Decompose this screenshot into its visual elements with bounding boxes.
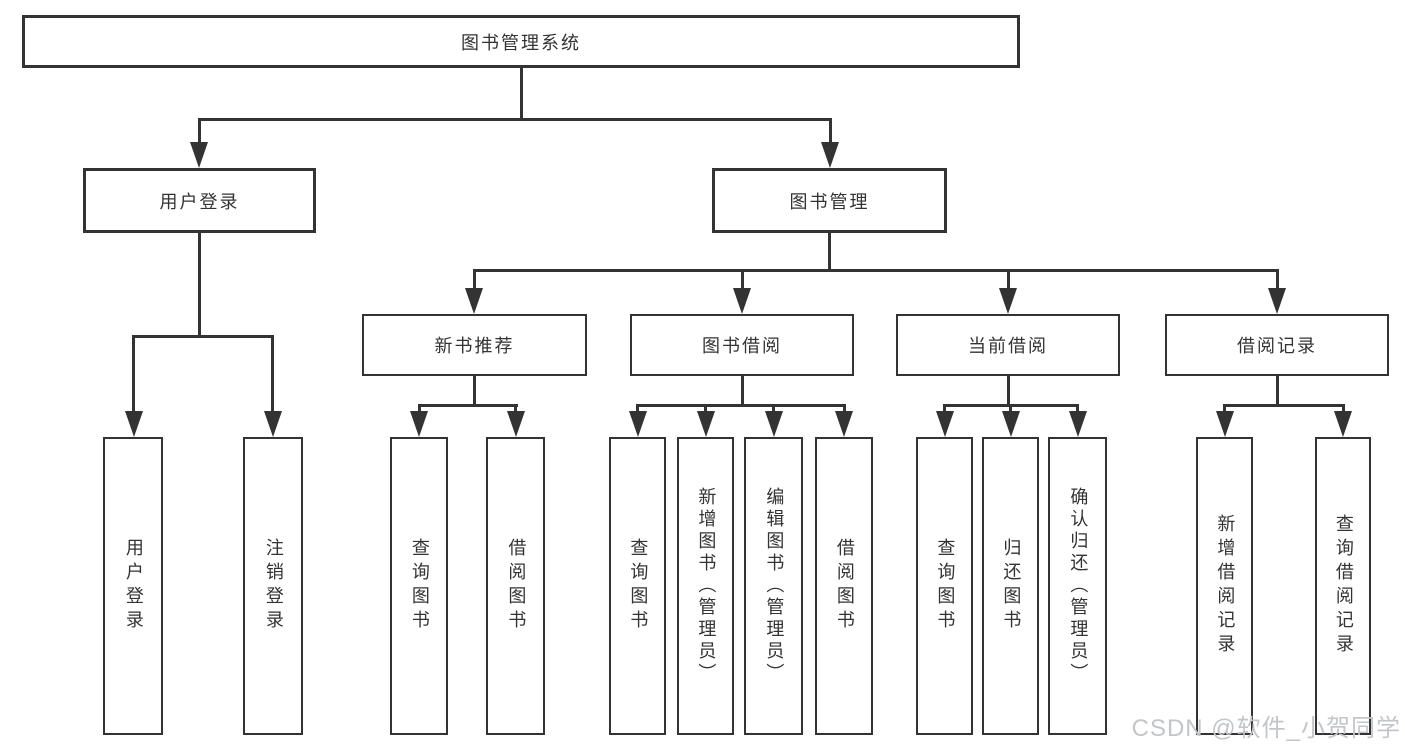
- connector-level1-bar: [197, 118, 832, 121]
- arrow-down-icon: [190, 142, 208, 168]
- node-leaf-query-borrow-record: 查询借阅记录: [1315, 437, 1371, 735]
- arrow-down-icon: [1334, 411, 1352, 437]
- connector-stem: [740, 376, 744, 407]
- arrow-down-icon: [764, 411, 783, 437]
- arrow-down-icon: [1268, 288, 1286, 314]
- node-label: 图书管理: [789, 191, 870, 212]
- connector-root-stem: [519, 68, 523, 121]
- arrow-down-icon: [1001, 411, 1020, 437]
- arrow-down-icon: [733, 288, 751, 314]
- connector-bar: [1223, 404, 1345, 407]
- arrow-down-icon: [821, 142, 839, 168]
- node-label: 用户登录: [123, 538, 144, 634]
- node-label: 当前借阅: [968, 336, 1048, 356]
- arrow-down-icon: [999, 288, 1017, 314]
- arrow-down-icon: [506, 411, 525, 437]
- node-label: 注销登录: [263, 538, 284, 634]
- arrow-down-icon: [465, 288, 483, 314]
- node-leaf-query-books: 查询图书: [609, 437, 666, 735]
- connector-stem: [740, 269, 744, 295]
- node-label: 借阅图书: [834, 538, 855, 634]
- node-leaf-borrow-books: 借阅图书: [815, 437, 873, 735]
- node-root: 图书管理系统: [22, 15, 1020, 68]
- arrow-down-icon: [1068, 411, 1087, 437]
- connector-stem: [472, 376, 476, 407]
- node-leaf-query-books: 查询图书: [916, 437, 973, 735]
- connector-bar: [636, 404, 846, 407]
- arrow-down-icon: [835, 411, 853, 437]
- node-label: 用户登录: [159, 191, 240, 212]
- arrow-down-icon: [935, 411, 954, 437]
- node-leaf-query-books: 查询图书: [390, 437, 448, 735]
- connector-level3-bar: [472, 269, 1279, 272]
- node-leaf-borrow-books: 借阅图书: [486, 437, 545, 735]
- node-new-book-recommend: 新书推荐: [362, 314, 587, 376]
- node-root-label: 图书管理系统: [461, 32, 581, 53]
- node-leaf-return-books: 归还图书: [982, 437, 1039, 735]
- arrow-down-icon: [124, 411, 143, 437]
- node-label: 借阅图书: [506, 538, 527, 634]
- node-current-borrowing: 当前借阅: [896, 314, 1120, 376]
- connector-stem: [271, 335, 274, 413]
- node-label: 查询图书: [409, 538, 430, 634]
- node-label: 查询借阅记录: [1333, 514, 1354, 658]
- arrow-down-icon: [410, 411, 428, 437]
- node-label: 新书推荐: [434, 336, 515, 356]
- node-leaf-user-login: 用户登录: [103, 437, 163, 735]
- node-label: 查询图书: [935, 538, 956, 634]
- connector-stem: [197, 118, 201, 148]
- connector-stem: [1275, 376, 1279, 407]
- node-leaf-confirm-return-admin: 确认归还（管理员）: [1048, 437, 1107, 735]
- arrow-down-icon: [263, 411, 282, 437]
- connector-stem: [828, 233, 831, 272]
- connector-stem: [472, 269, 476, 295]
- node-label: 新增图书（管理员）: [696, 487, 717, 685]
- node-user-login-branch: 用户登录: [83, 168, 316, 233]
- node-label: 归还图书: [1001, 538, 1022, 634]
- node-label: 图书借阅: [702, 336, 782, 356]
- node-leaf-edit-books-admin: 编辑图书（管理员）: [744, 437, 803, 735]
- arrow-down-icon: [696, 411, 715, 437]
- connector-stem: [198, 233, 201, 336]
- connector-stem: [1275, 269, 1279, 295]
- node-leaf-add-borrow-record: 新增借阅记录: [1196, 437, 1253, 735]
- node-label: 借阅记录: [1237, 336, 1317, 356]
- node-leaf-logout: 注销登录: [243, 437, 303, 735]
- node-book-borrowing: 图书借阅: [630, 314, 854, 376]
- node-label: 确认归还（管理员）: [1068, 487, 1089, 685]
- connector-bar: [132, 335, 274, 338]
- node-book-management-branch: 图书管理: [712, 168, 947, 233]
- node-label: 查询图书: [628, 538, 649, 634]
- connector-stem: [132, 335, 135, 413]
- arrow-down-icon: [1215, 411, 1234, 437]
- connector-stem: [828, 118, 832, 148]
- arrow-down-icon: [628, 411, 647, 437]
- node-leaf-add-books-admin: 新增图书（管理员）: [677, 437, 734, 735]
- node-label: 新增借阅记录: [1215, 514, 1236, 658]
- node-label: 编辑图书（管理员）: [764, 487, 785, 685]
- node-borrowing-records: 借阅记录: [1165, 314, 1389, 376]
- csdn-watermark: CSDN @软件_小贺同学: [1131, 715, 1401, 742]
- connector-bar: [417, 404, 518, 407]
- connector-stem: [1006, 376, 1010, 407]
- connector-stem: [1006, 269, 1010, 295]
